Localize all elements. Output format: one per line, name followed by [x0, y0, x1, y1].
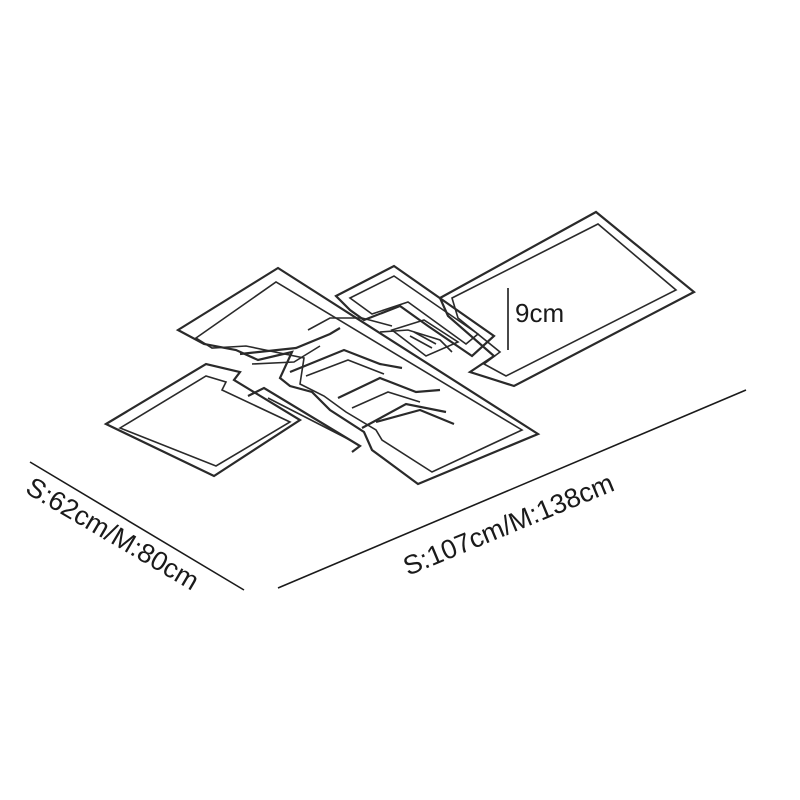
- frame-center-back: [334, 264, 496, 358]
- mount-plate: [390, 319, 460, 357]
- frame-right-large: [438, 210, 696, 388]
- width-dimension-label: S:62cm/M:80cm: [21, 471, 204, 596]
- width-dimension-line: [29, 461, 245, 591]
- frame-left-bottom: [103, 362, 303, 478]
- frame-inner-bars: [239, 317, 455, 453]
- length-dimension-line: [277, 389, 747, 589]
- length-dimension-label: S:107cm/M:138cm: [399, 468, 618, 582]
- height-dimension-label: 9cm: [515, 298, 564, 328]
